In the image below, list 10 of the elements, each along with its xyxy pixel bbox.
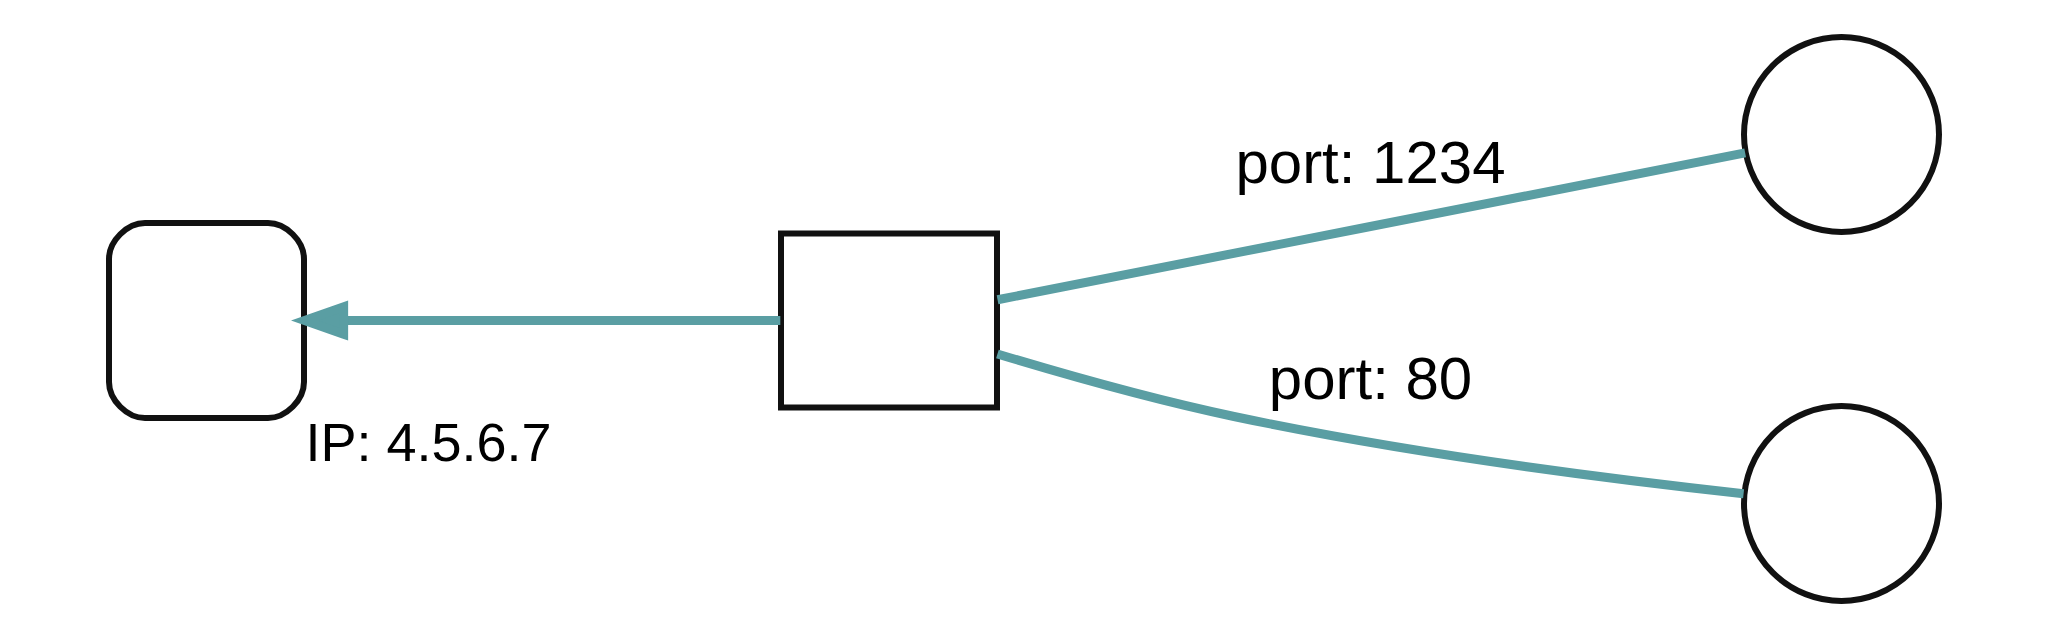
edge-label: port: 80 [1268,344,1473,412]
node-box [778,230,1000,411]
node-label: IP: 4.5.6.7 [305,412,552,473]
node-circle [1741,34,1942,235]
connector [996,148,1747,305]
arrow [291,300,781,341]
node-box [106,220,307,421]
edge-label: port: 1234 [1235,128,1506,196]
connector [996,349,1745,499]
node-circle [1741,403,1942,604]
